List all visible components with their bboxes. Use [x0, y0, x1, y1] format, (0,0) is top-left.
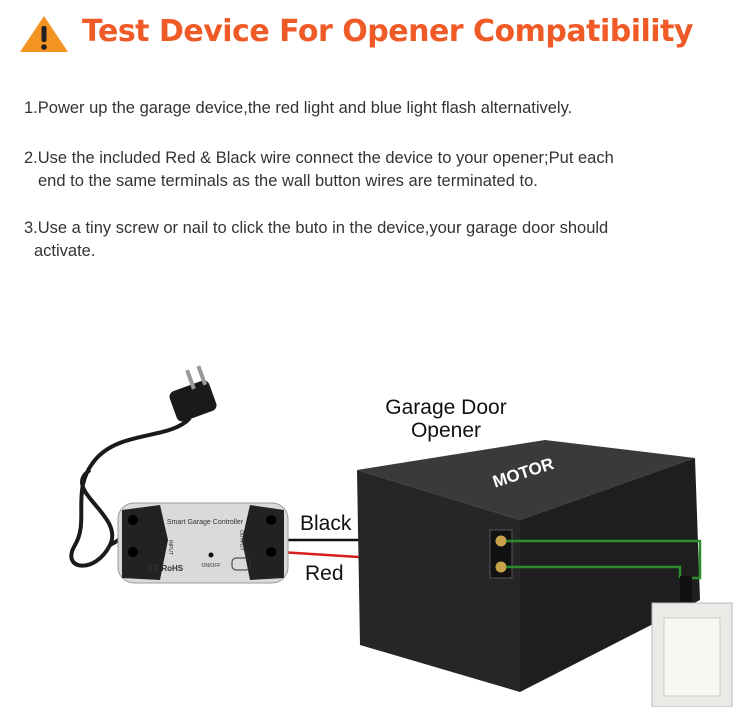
- opener-label: Opener: [411, 419, 481, 442]
- green-wire: [506, 565, 682, 578]
- step-text: end to the same terminals as the wall bu…: [38, 172, 538, 190]
- terminal-1: [495, 535, 507, 547]
- green-wire: [506, 539, 702, 580]
- power-plug-icon: [169, 365, 217, 422]
- step-3: 3.Use a tiny screw or nail to click the …: [24, 217, 724, 263]
- step-1: 1.Power up the garage device,the red lig…: [24, 97, 724, 120]
- device-name: Smart Garage Controller: [167, 519, 244, 526]
- garage-door-opener: MOTOR: [357, 440, 700, 692]
- step-text: 1.Power up the garage device,the red lig…: [24, 99, 573, 117]
- black-wire-label: Black: [300, 512, 352, 535]
- warning-triangle-icon: [20, 16, 68, 52]
- step-text: 3.Use a tiny screw or nail to click the …: [24, 219, 609, 237]
- wall-switch: [651, 602, 733, 707]
- smart-garage-controller: Smart Garage Controller INPUT OUTPUT ON/…: [117, 502, 289, 584]
- red-wire-label: Red: [305, 562, 344, 585]
- terminal-2: [495, 561, 507, 573]
- on-off-label: ON/OFF: [202, 563, 221, 569]
- input-label: INPUT: [167, 540, 173, 555]
- output-label: OUTPUT: [238, 530, 244, 551]
- wifi-icon: [231, 557, 251, 571]
- step-2: 2.Use the included Red & Black wire conn…: [24, 147, 724, 193]
- page-title: Test Device For Opener Compatibility: [82, 14, 693, 49]
- cert-label: CE RoHS: [148, 564, 184, 573]
- step-text: activate.: [34, 242, 96, 260]
- power-cable: [69, 416, 192, 568]
- step-text: 2.Use the included Red & Black wire conn…: [24, 149, 614, 167]
- opener-label: Garage Door: [385, 396, 506, 419]
- on-off-button: [208, 552, 214, 558]
